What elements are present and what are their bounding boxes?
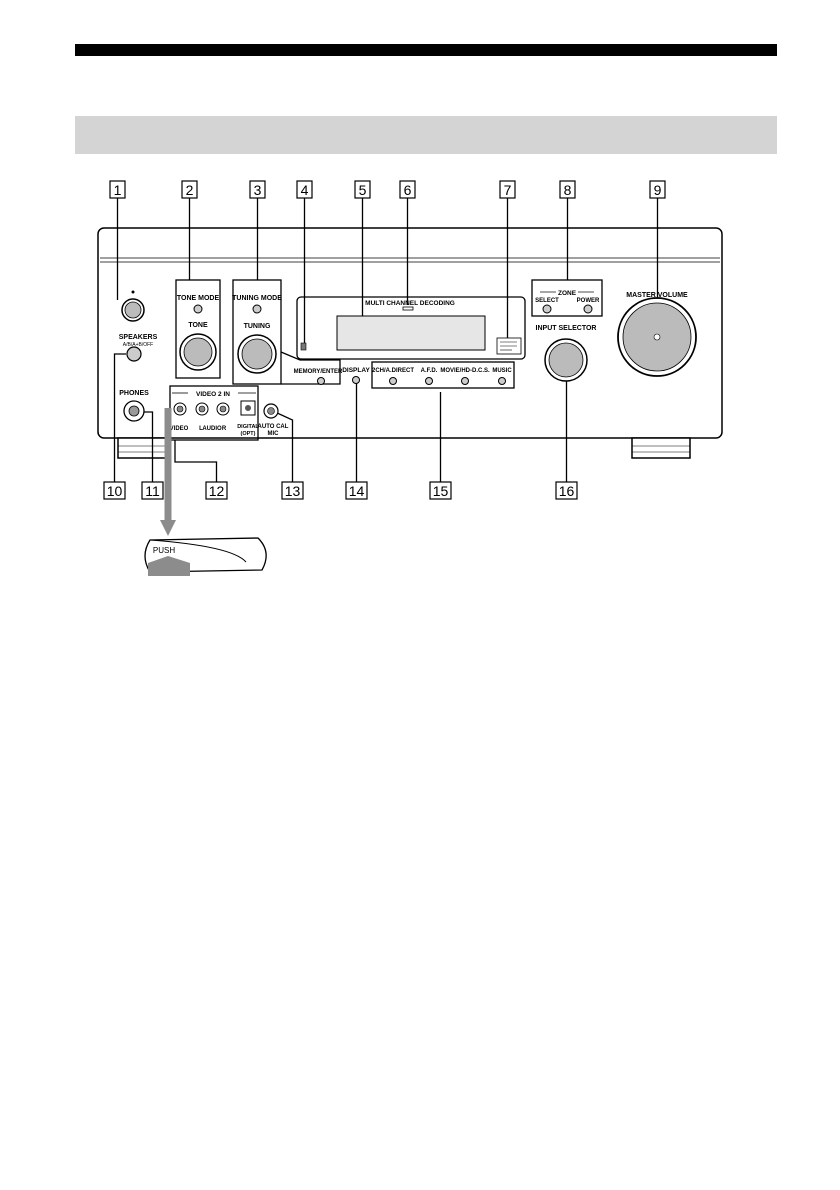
- display-button[interactable]: [353, 377, 360, 384]
- callout-10: 10: [104, 482, 125, 499]
- mode-2ch-label: 2CH/A.DIRECT: [372, 368, 414, 374]
- svg-text:12: 12: [209, 483, 225, 499]
- audio-r-label: R: [222, 426, 227, 432]
- mode-afd-label: A.F.D.: [421, 368, 438, 374]
- digital-opt-jack[interactable]: [241, 401, 255, 415]
- svg-text:15: 15: [433, 483, 449, 499]
- callout-16: 16: [556, 482, 577, 499]
- mode-movie-label: MOVIE/HD-D.C.S.: [440, 368, 490, 374]
- svg-text:11: 11: [145, 483, 160, 499]
- callout-6: 6: [400, 181, 415, 198]
- callout-13: 13: [282, 482, 303, 499]
- zone-select-button[interactable]: [543, 305, 551, 313]
- tuning-mode-label: TUNING MODE: [232, 295, 282, 302]
- memory-enter-label: MEMORY/ENTER: [294, 369, 343, 375]
- remote-sensor: [301, 343, 306, 350]
- tone-mode-button[interactable]: [194, 305, 202, 313]
- svg-text:8: 8: [564, 182, 572, 198]
- speakers-sub-label: A/B/A+B/OFF: [123, 342, 153, 348]
- tone-label: TONE: [188, 322, 208, 329]
- callout-8: 8: [560, 181, 575, 198]
- svg-text:1: 1: [114, 182, 122, 198]
- callout-2: 2: [182, 181, 197, 198]
- svg-text:3: 3: [254, 182, 262, 198]
- power-button[interactable]: [122, 291, 144, 322]
- tone-knob[interactable]: [180, 334, 216, 370]
- video-label: VIDEO: [170, 426, 189, 432]
- zone-power-button[interactable]: [584, 305, 592, 313]
- callout-15: 15: [430, 482, 451, 499]
- master-volume-knob[interactable]: [618, 298, 696, 376]
- zone-power-label: POWER: [577, 298, 600, 304]
- zone-label: ZONE: [558, 290, 577, 297]
- tone-mode-label: TONE MODE: [177, 295, 220, 302]
- mic-label: MIC: [268, 431, 280, 437]
- callout-5: 5: [355, 181, 370, 198]
- auto-cal-label: AUTO CAL: [258, 424, 289, 430]
- callout-3: 3: [250, 181, 265, 198]
- memory-frame: [281, 352, 340, 384]
- svg-text:6: 6: [404, 182, 412, 198]
- speakers-button[interactable]: [127, 347, 141, 361]
- tuning-mode-button[interactable]: [253, 305, 261, 313]
- auto-cal-mic-jack[interactable]: [264, 404, 278, 418]
- callout-14: 14: [346, 482, 367, 499]
- digital-opt-label: (OPT): [241, 431, 256, 437]
- push-label: PUSH: [153, 546, 175, 555]
- display-label: DISPLAY: [342, 367, 370, 374]
- svg-text:13: 13: [285, 483, 301, 499]
- callout-12: 12: [206, 482, 227, 499]
- svg-text:14: 14: [349, 483, 365, 499]
- audio-r-jack[interactable]: [217, 403, 229, 415]
- memory-enter-button[interactable]: [318, 378, 325, 385]
- svg-text:16: 16: [559, 483, 575, 499]
- mode-afd-button[interactable]: [426, 378, 433, 385]
- video-jack[interactable]: [174, 403, 186, 415]
- audio-label: AUDIO: [202, 426, 222, 432]
- phones-label: PHONES: [119, 390, 149, 397]
- display-screen: [337, 316, 485, 350]
- svg-text:10: 10: [107, 483, 123, 499]
- svg-text:2: 2: [186, 182, 194, 198]
- push-door: [145, 538, 266, 576]
- svg-text:7: 7: [504, 182, 512, 198]
- phones-jack[interactable]: [124, 401, 144, 421]
- callout-4: 4: [297, 181, 312, 198]
- mode-2ch-button[interactable]: [390, 378, 397, 385]
- multichannel-indicator: [403, 307, 413, 310]
- input-selector-knob[interactable]: [545, 339, 587, 381]
- svg-text:5: 5: [359, 182, 367, 198]
- speakers-label: SPEAKERS: [119, 334, 158, 341]
- video2-label: VIDEO 2 IN: [196, 391, 230, 398]
- callout-9: 9: [650, 181, 665, 198]
- callout-1: 1: [110, 181, 125, 198]
- zone-select-label: SELECT: [535, 298, 559, 304]
- digital-label: DIGITAL: [237, 424, 259, 430]
- mode-music-button[interactable]: [499, 378, 506, 385]
- svg-text:9: 9: [654, 182, 662, 198]
- multichannel-decoding-label: MULTI CHANNEL DECODING: [365, 300, 455, 307]
- mode-movie-button[interactable]: [462, 378, 469, 385]
- mode-music-label: MUSIC: [492, 368, 512, 374]
- callout-7: 7: [500, 181, 515, 198]
- tuning-label: TUNING: [244, 323, 271, 330]
- tuning-knob[interactable]: [238, 335, 276, 373]
- audio-l-jack[interactable]: [196, 403, 208, 415]
- svg-text:4: 4: [301, 182, 309, 198]
- callout-11: 11: [142, 482, 163, 499]
- input-selector-label: INPUT SELECTOR: [536, 325, 597, 332]
